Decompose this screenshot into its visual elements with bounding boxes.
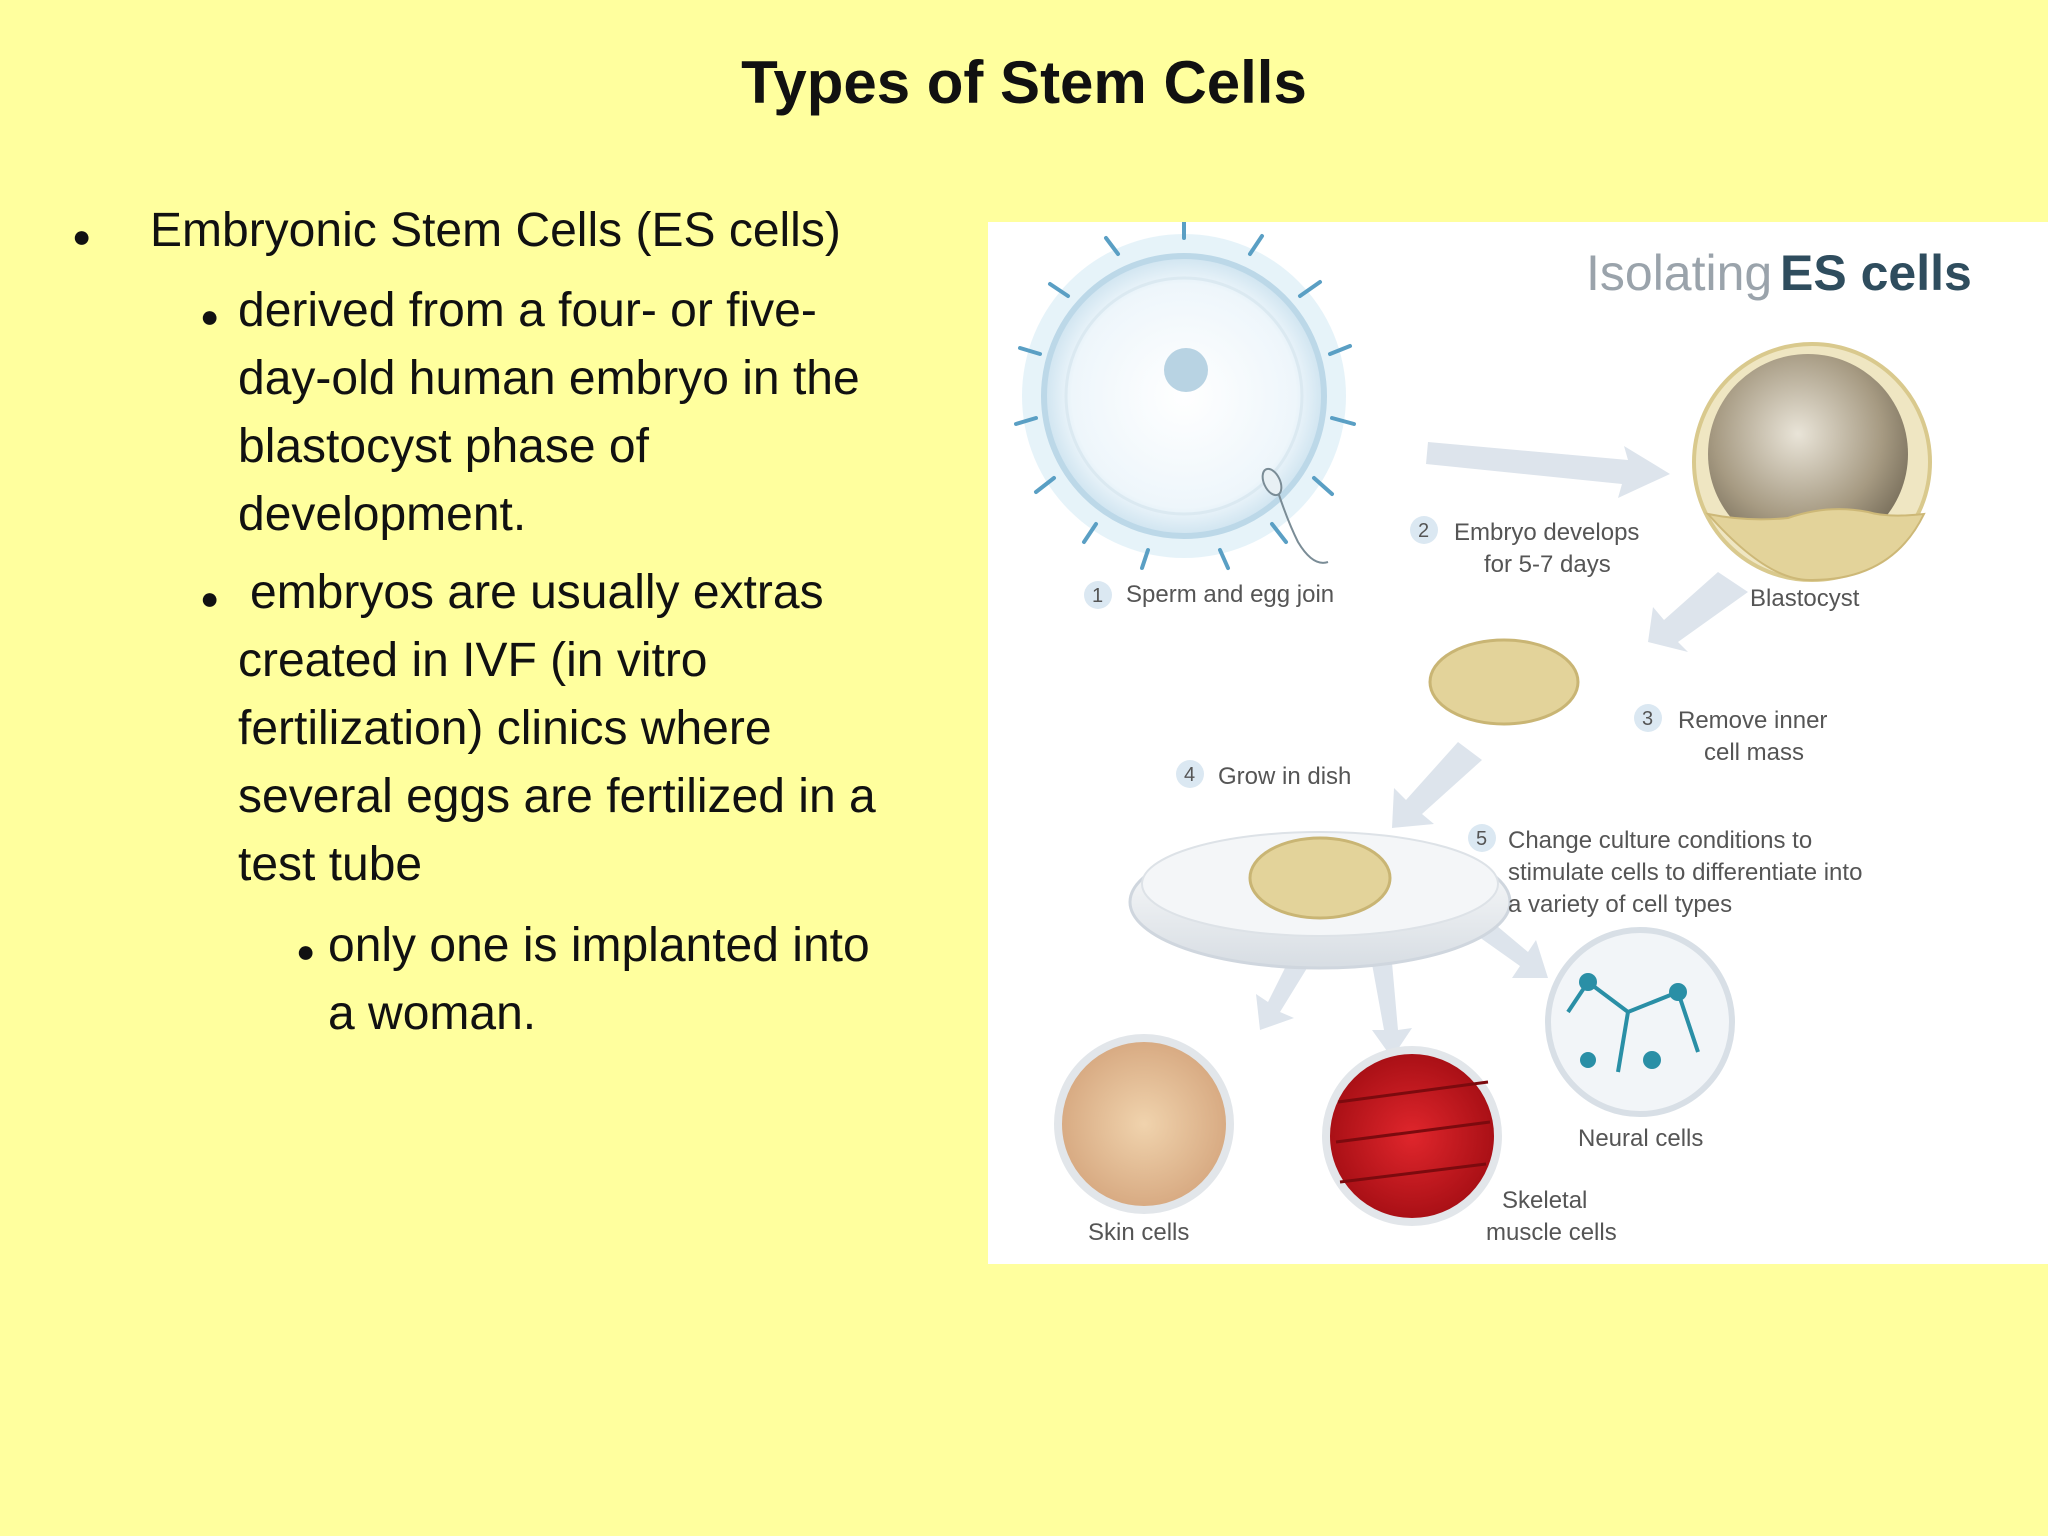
bullet-embryos-line-5: test tube (238, 838, 423, 891)
bullet-implanted-line-2: a woman. (328, 987, 537, 1040)
bullet-embryos-line-1: embryos are usually extras (250, 566, 824, 619)
neural-cells-label: Neural cells (1578, 1125, 1703, 1152)
svg-text:3: 3 (1642, 708, 1653, 730)
svg-text:for 5-7 days: for 5-7 days (1484, 551, 1611, 578)
svg-text:Change culture conditions to: Change culture conditions to (1508, 827, 1812, 854)
egg-illustration (1014, 222, 1356, 570)
neural-cells-illustration (1545, 927, 1735, 1117)
bullet-dot: ● (72, 218, 92, 254)
bullet-derived-line-3: blastocyst phase of (238, 420, 649, 473)
svg-text:Grow in dish: Grow in dish (1218, 763, 1351, 790)
bullet-list: ● Embryonic Stem Cells (ES cells) ● deri… (0, 0, 980, 1100)
skin-cells-illustration (1054, 1034, 1234, 1214)
step-2-label: 2 Embryo develops for 5-7 days (1410, 516, 1639, 578)
bullet-embryos-line-3: fertilization) clinics where (238, 702, 772, 755)
culture-dish (1128, 831, 1512, 970)
bullet-implanted-line-1: only one is implanted into (328, 919, 870, 972)
bullet-dot: ● (296, 933, 316, 969)
step-3-label: 3 Remove inner cell mass (1634, 704, 1827, 766)
svg-text:5: 5 (1476, 828, 1487, 850)
blastocyst-illustration (1692, 342, 1932, 582)
diagram-title-light: Isolating (1586, 245, 1772, 301)
svg-text:stimulate cells to differentia: stimulate cells to differentiate into (1508, 859, 1862, 886)
bullet-embryos-line-2: created in IVF (in vitro (238, 634, 708, 687)
svg-text:1: 1 (1092, 585, 1103, 607)
diagram-title-bold: ES cells (1780, 245, 1972, 301)
bullet-es-cells: Embryonic Stem Cells (ES cells) (150, 204, 841, 257)
slide-title: Types of Stem Cells (741, 49, 1307, 116)
bullet-dot: ● (200, 298, 220, 334)
step-5-label: 5 Change culture conditions to stimulate… (1468, 824, 1862, 918)
svg-text:Remove inner: Remove inner (1678, 707, 1827, 734)
svg-text:4: 4 (1184, 764, 1195, 786)
step-1-label: 1 Sperm and egg join (1084, 581, 1334, 609)
es-cells-diagram: Isolating ES cells (988, 222, 2048, 1264)
bullet-embryos-line-4: several eggs are fertilized in a (238, 770, 876, 823)
muscle-cells-label-line-1: Skeletal (1502, 1187, 1587, 1214)
svg-text:Embryo develops: Embryo develops (1454, 519, 1639, 546)
skin-cells-label: Skin cells (1088, 1219, 1189, 1246)
bullet-dot: ● (200, 580, 220, 616)
blastocyst-label: Blastocyst (1750, 585, 1860, 612)
muscle-cells-illustration (1322, 1046, 1502, 1226)
svg-text:2: 2 (1418, 520, 1429, 542)
bullet-derived-line-1: derived from a four- or five- (238, 284, 817, 337)
svg-text:Sperm and egg join: Sperm and egg join (1126, 581, 1334, 608)
svg-text:cell mass: cell mass (1704, 739, 1804, 766)
bullet-derived-line-4: development. (238, 488, 527, 541)
muscle-cells-label-line-2: muscle cells (1486, 1219, 1617, 1246)
step-4-label: 4 Grow in dish (1176, 760, 1351, 790)
inner-cell-mass (1428, 638, 1580, 726)
svg-text:a variety of cell types: a variety of cell types (1508, 891, 1732, 918)
bullet-derived-line-2: day-old human embryo in the (238, 352, 860, 405)
